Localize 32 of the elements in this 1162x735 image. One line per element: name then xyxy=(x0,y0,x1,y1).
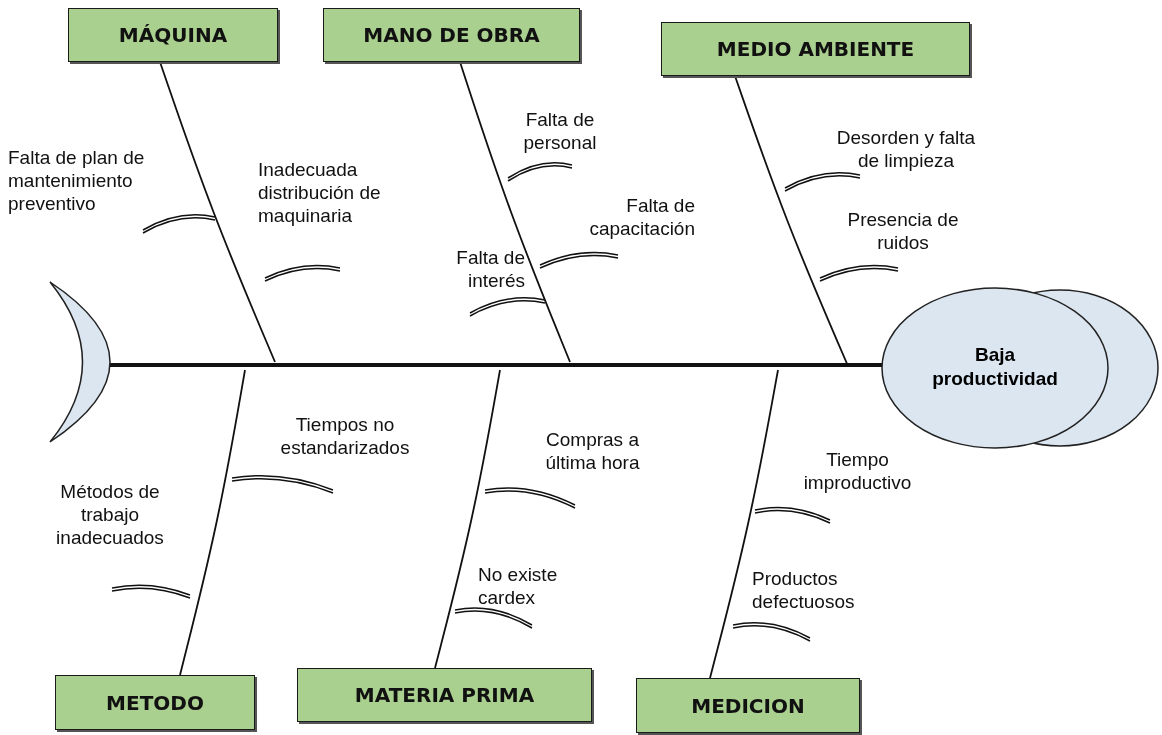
category-title: MANO DE OBRA xyxy=(363,23,540,47)
category-box xyxy=(636,678,860,733)
bone-line xyxy=(709,369,779,679)
cause-text: Falta de capacitación xyxy=(588,194,695,240)
category-title: MEDIO AMBIENTE xyxy=(716,37,915,61)
bone-line xyxy=(434,369,501,669)
category-box xyxy=(297,668,592,722)
cause-text: Falta de plan de mantenimiento preventivo xyxy=(8,146,146,215)
category-title: METODO xyxy=(106,690,204,715)
cause-text: Métodos de trabajo inadecuados xyxy=(55,480,165,549)
category-title: MATERIA PRIMA xyxy=(354,683,535,707)
category-box xyxy=(323,8,580,62)
cause-text: Tiempos no estandarizados xyxy=(279,413,411,459)
cause-text: Compras a última hora xyxy=(544,428,641,474)
category-box xyxy=(55,675,255,730)
cause-text: Desorden y falta de limpieza xyxy=(835,126,977,172)
cause-text: Productos defectuosos xyxy=(752,567,856,613)
category-title: MÁQUINA xyxy=(118,23,228,47)
cause-text: Falta de personal xyxy=(522,108,598,154)
bone-line xyxy=(159,61,276,363)
bone-line xyxy=(179,369,246,676)
cause-text: Presencia de ruidos xyxy=(846,208,960,254)
cause-text: Tiempo improductivo xyxy=(802,448,913,494)
spine-line xyxy=(110,363,882,367)
cause-text: Inadecuada distribución de maquinaria xyxy=(258,158,382,227)
bone-line xyxy=(459,61,571,363)
category-title: MEDICION xyxy=(691,693,805,718)
category-box xyxy=(661,22,970,76)
effect-text: Baja productividad xyxy=(931,343,1059,391)
cause-text: Falta de interés xyxy=(455,246,525,292)
cause-text: No existe cardex xyxy=(478,563,559,609)
category-box xyxy=(68,8,278,62)
